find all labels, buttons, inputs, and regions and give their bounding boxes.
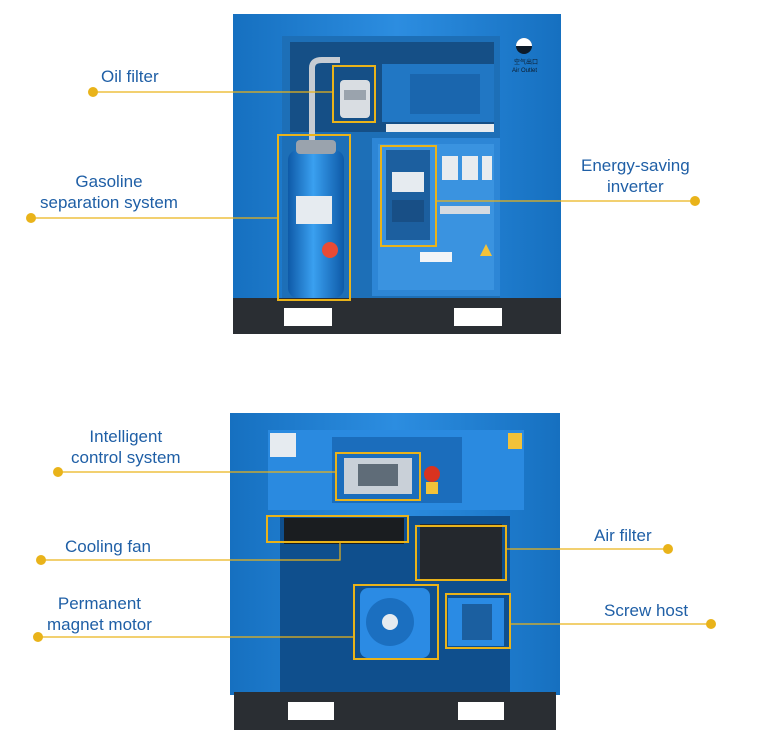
cooling-fan-unit (284, 518, 404, 544)
top-fan-cover-panel (410, 74, 480, 114)
inverter-dot (690, 196, 700, 206)
oil-filter-highlight (332, 65, 376, 123)
top-callout-dots (26, 87, 700, 223)
separation-tank-cap (296, 140, 336, 154)
top-forklift-slot-left (284, 308, 332, 326)
motor-highlight (353, 584, 439, 660)
label-screw-host: Screw host (604, 601, 689, 620)
inverter-display (392, 172, 424, 192)
label-oil-filter: Oil filter (101, 67, 159, 86)
nameplate (270, 433, 296, 457)
contactor-3 (482, 156, 492, 180)
cooling-fan-leader (41, 542, 341, 561)
control-system-highlight (335, 452, 421, 501)
top-pipe (309, 57, 340, 150)
top-divider-bar (386, 124, 494, 132)
bottom-forklift-slot-right (458, 702, 504, 720)
top-forklift-slot-right (454, 308, 502, 326)
inverter-unit (386, 150, 430, 240)
cooling-fan-dot (36, 555, 46, 565)
oil-filter-label (344, 90, 366, 100)
warning-sticker (508, 433, 522, 449)
emergency-stop-base (426, 482, 438, 494)
label-gasoline-separation-system: Gasoline separation system (40, 172, 178, 212)
top-callouts (31, 65, 695, 301)
label-air-filter: Air filter (594, 526, 652, 545)
air-filter-unit (420, 524, 502, 580)
bottom-callouts (38, 452, 711, 660)
separation-dot (26, 213, 36, 223)
screw-host-dot (706, 619, 716, 629)
inverter-keypad (392, 200, 424, 222)
air-filter-dot (663, 544, 673, 554)
control-system-dot (53, 467, 63, 477)
motor-dot (33, 632, 43, 642)
separation-tank-label (296, 196, 332, 224)
bottom-callout-dots (33, 467, 716, 642)
air-outlet-icon-notch (516, 38, 532, 46)
screw-host-highlight (445, 593, 511, 649)
bottom-compressor-unit (230, 413, 560, 730)
top-compressor-unit: 空气出口 Air Outlet (233, 14, 561, 334)
label-permanent-magnet-motor: Permanent magnet motor (47, 594, 152, 634)
emergency-stop-icon (424, 466, 440, 482)
label-intelligent-control-system: Intelligent control system (71, 427, 181, 467)
label-energy-saving-inverter: Energy-saving inverter (581, 156, 690, 196)
air-filter-highlight (415, 525, 507, 581)
control-display-screen (358, 464, 398, 486)
terminal-strip (420, 252, 452, 262)
bottom-base (234, 692, 556, 730)
motor-hub (382, 614, 398, 630)
warning-triangle-icon (480, 244, 492, 256)
bottom-forklift-slot-left (288, 702, 334, 720)
air-outlet-badge-cn: 空气出口 (514, 58, 538, 66)
contactor-2 (462, 156, 478, 180)
cooling-fan-highlight (266, 515, 409, 543)
top-base (233, 298, 561, 334)
terminal-rail (440, 206, 490, 214)
air-outlet-badge-en: Air Outlet (512, 68, 537, 74)
contactor-1 (442, 156, 458, 180)
separation-tank-badge (322, 242, 338, 258)
screw-host-housing (462, 604, 492, 640)
label-cooling-fan: Cooling fan (65, 537, 152, 556)
inverter-highlight (380, 145, 437, 247)
oil-filter-dot (88, 87, 98, 97)
